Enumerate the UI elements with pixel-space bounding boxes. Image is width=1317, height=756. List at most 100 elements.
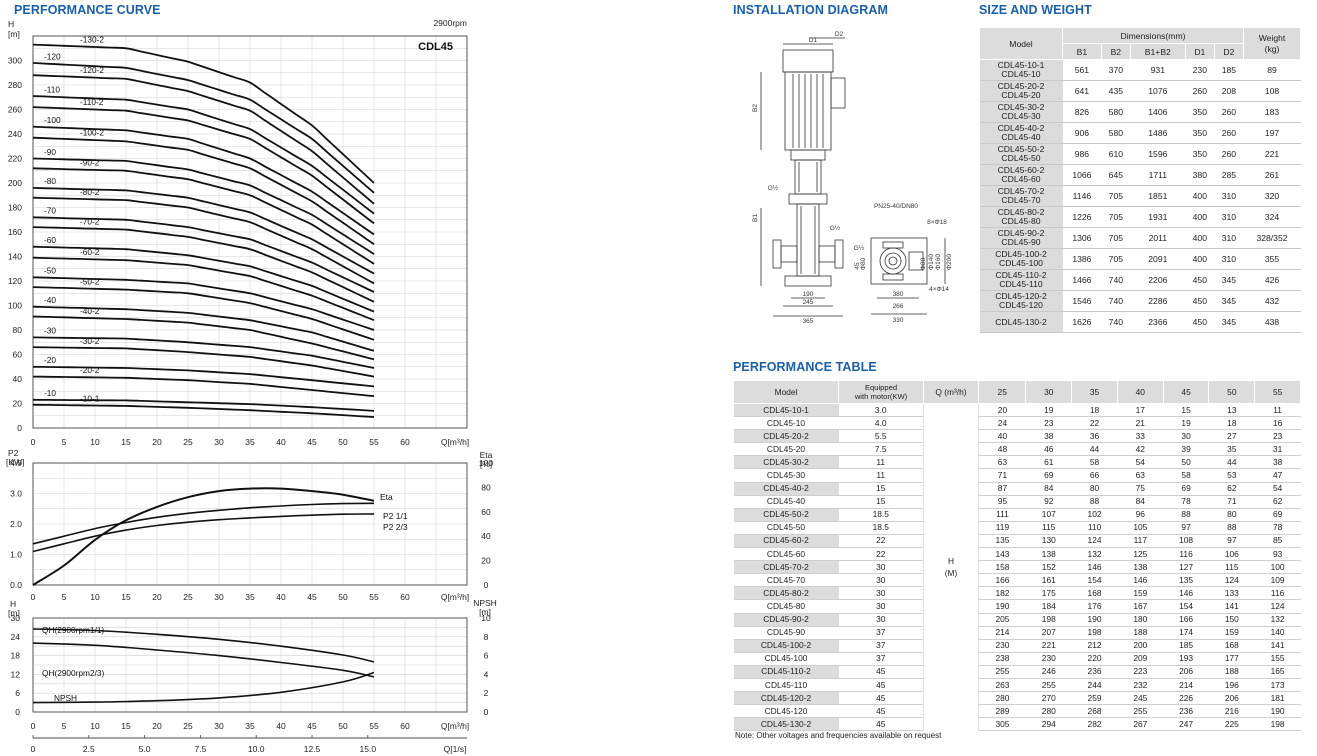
y-tick-label: 100 <box>8 301 22 311</box>
value-cell: 108 <box>1243 80 1301 102</box>
hq-curve <box>32 95 375 215</box>
y-tick-label: 18 <box>11 651 21 661</box>
head-value-cell: 53 <box>1208 468 1255 483</box>
model-cell: CDL45-80 <box>733 599 839 614</box>
value-cell: 740 <box>1101 269 1131 291</box>
head-value-cell: 141 <box>1208 599 1255 614</box>
diagram-label: G½ <box>768 184 779 192</box>
head-value-cell: 267 <box>1117 717 1164 732</box>
x-tick-label: 5 <box>62 592 67 602</box>
head-value-cell: 133 <box>1208 586 1255 601</box>
y-axis-label: H <box>8 19 14 29</box>
head-value-cell: 154 <box>1071 573 1118 588</box>
diagram-label: 266 <box>893 303 904 310</box>
value-cell: 260 <box>1214 143 1244 165</box>
col-header-model: Model <box>979 27 1063 60</box>
x-tick-label: 10 <box>90 592 100 602</box>
value-cell: 345 <box>1214 269 1244 291</box>
x-tick-label: 60 <box>400 721 410 731</box>
head-value-cell: 18 <box>1071 403 1118 418</box>
head-value-cell: 80 <box>1208 508 1255 522</box>
head-value-cell: 190 <box>1254 704 1301 719</box>
y2-tick-label: 60 <box>481 507 491 517</box>
head-value-cell: 108 <box>1163 534 1209 549</box>
value-cell: 400 <box>1185 185 1215 207</box>
y2-tick-label: 20 <box>481 556 491 566</box>
model-cell: CDL45-40-2 <box>733 482 839 496</box>
col-header: D1 <box>1184 43 1215 60</box>
series-label: -20-2 <box>80 365 100 375</box>
head-value-cell: 193 <box>1163 652 1209 666</box>
y2-axis-label: NPSH <box>473 598 497 608</box>
model-name: CDL45-110-2 <box>995 270 1047 280</box>
head-value-cell: 180 <box>1117 613 1164 627</box>
x-tick-label: 5 <box>62 721 67 731</box>
col-header-q-value: 40 <box>1116 380 1164 404</box>
series-label: P2 1/1 <box>383 511 408 521</box>
hq-curve <box>32 286 375 341</box>
y2-axis-unit: [%] <box>480 459 492 469</box>
head-value-cell: 27 <box>1208 429 1255 444</box>
head-value-cell: 115 <box>1208 560 1255 575</box>
head-value-cell: 230 <box>978 639 1026 653</box>
head-value-cell: 236 <box>1163 704 1209 719</box>
head-value-cell: 238 <box>978 652 1026 666</box>
head-value-cell: 141 <box>1254 639 1301 653</box>
head-value-cell: 154 <box>1163 599 1209 614</box>
diagram-label: PN25-40/DN80 <box>874 203 918 210</box>
head-value-cell: 97 <box>1208 534 1255 549</box>
value-cell: 185 <box>1214 59 1244 81</box>
head-value-cell: 161 <box>1025 573 1072 588</box>
hq-curve <box>32 276 375 331</box>
series-label: -50-2 <box>80 276 100 286</box>
value-cell: 2286 <box>1130 290 1186 312</box>
x-tick-label: 35 <box>245 437 255 447</box>
head-value-cell: 18 <box>1208 416 1255 431</box>
size-weight-title: SIZE AND WEIGHT <box>979 3 1092 17</box>
value-cell: 2366 <box>1130 311 1186 333</box>
y-tick-label: 240 <box>8 129 22 139</box>
head-value-cell: 50 <box>1163 455 1209 470</box>
model-cell: CDL45-10 <box>733 416 839 431</box>
x-tick-label: 40 <box>276 721 286 731</box>
head-value-cell: 39 <box>1163 442 1209 457</box>
x-axis-label: Q[m³/h] <box>441 592 469 602</box>
head-value-cell: 146 <box>1071 560 1118 575</box>
head-value-cell: 146 <box>1117 573 1164 588</box>
model-cell: CDL45-30 <box>733 468 839 483</box>
value-cell: 328/352 <box>1243 227 1301 249</box>
model-cell: CDL45-10-1 <box>733 403 839 418</box>
x-axis-label: Q[m³/h] <box>441 721 469 731</box>
x-tick-label: 10 <box>90 721 100 731</box>
series-label: -40-2 <box>80 306 100 316</box>
x-tick-label: 15 <box>121 592 131 602</box>
head-value-cell: 280 <box>978 691 1026 706</box>
model-cell: CDL45-120 <box>733 704 839 719</box>
motor-cell: 30 <box>838 613 924 627</box>
y2-tick-label: 6 <box>484 651 489 661</box>
head-value-cell: 102 <box>1071 508 1118 522</box>
model-name: CDL45-90 <box>1001 237 1041 247</box>
value-cell: 400 <box>1185 227 1215 249</box>
head-value-cell: 17 <box>1117 403 1164 418</box>
x-tick-label: 25 <box>183 592 193 602</box>
series-label: -10-1 <box>80 393 100 403</box>
model-cell: CDL45-20 <box>733 442 839 457</box>
y-tick-label: 0 <box>17 423 22 433</box>
diagram-label: D1 <box>809 37 818 44</box>
model-name: CDL45-130-2 <box>995 316 1047 327</box>
diagram-label: 45 <box>854 262 861 270</box>
y-tick-label: 3.0 <box>10 489 22 499</box>
